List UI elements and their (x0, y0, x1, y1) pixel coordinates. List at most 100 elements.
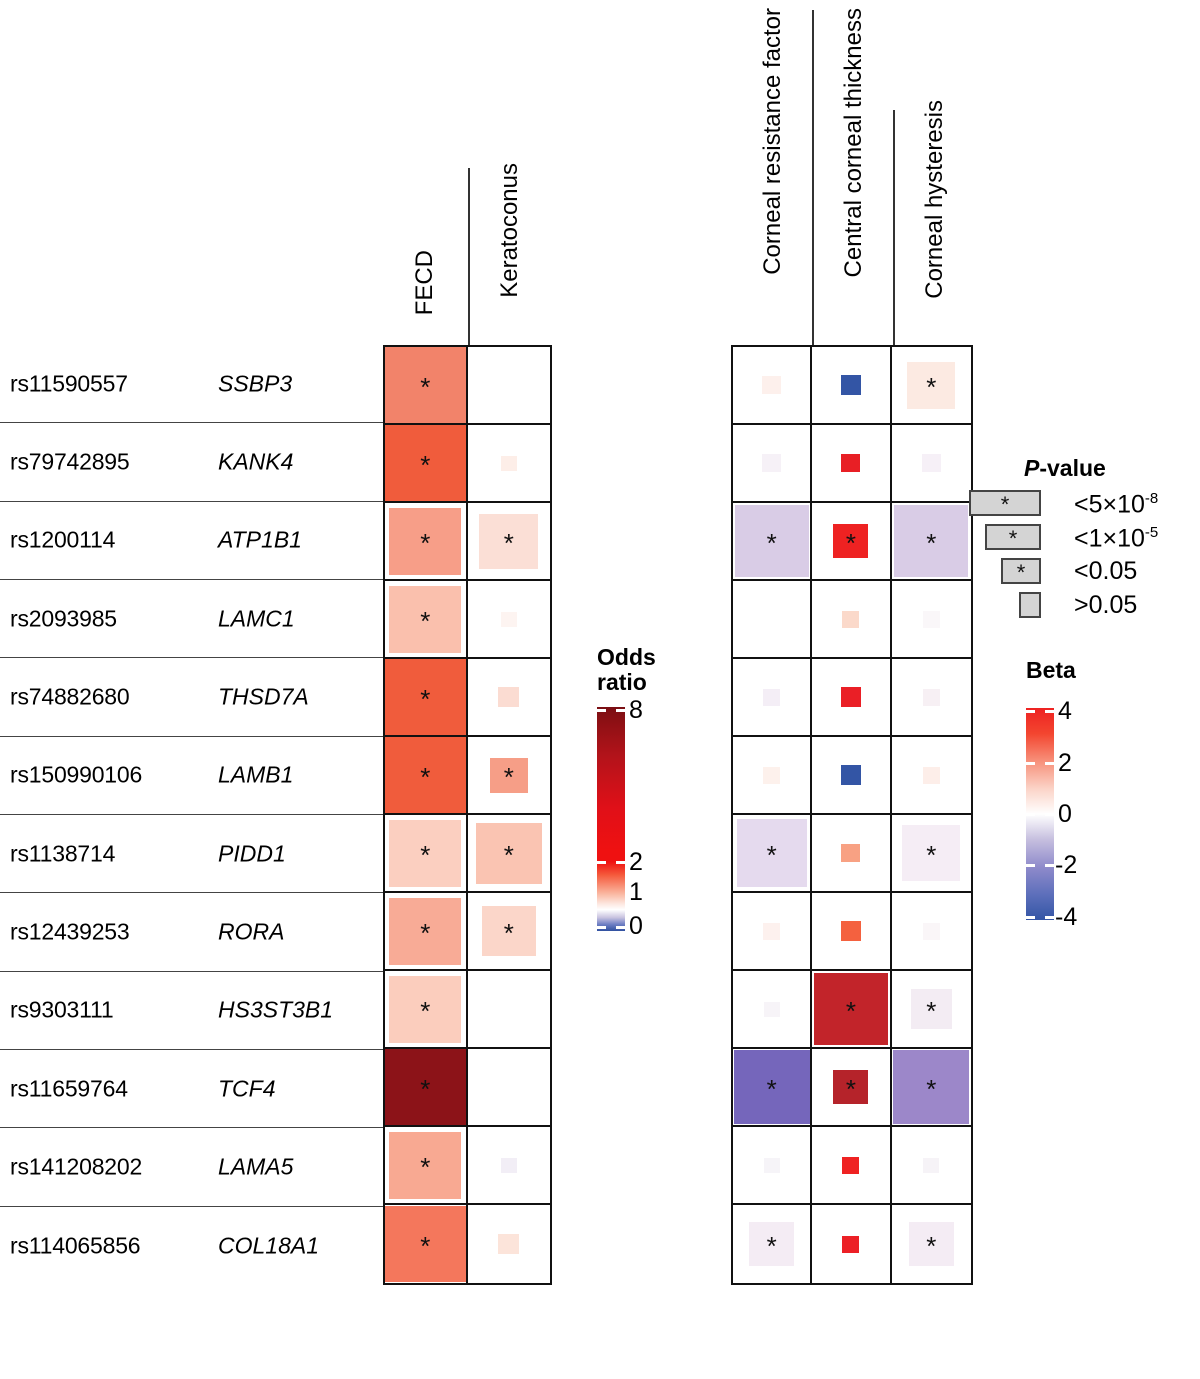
pvalue-legend-label-text: <5×10 (1074, 490, 1145, 519)
heatmap-cell (812, 581, 892, 659)
heatmap-cell: * (385, 659, 468, 737)
heatmap-square (922, 922, 940, 940)
heatmap-square: * (389, 975, 462, 1043)
gene-name: COL18A1 (218, 1232, 320, 1259)
pvalue-legend-label-exponent: -8 (1144, 490, 1159, 507)
heatmap-square: * (893, 1050, 970, 1124)
beta-tick-mark-m2b (1045, 864, 1054, 867)
heatmap-cell (467, 425, 550, 503)
beta-tick-mark-m2 (1026, 864, 1035, 867)
heatmap-cell (733, 1127, 813, 1205)
heatmap-cell: * (385, 1049, 468, 1127)
beta-tick-2: 2 (1058, 749, 1072, 777)
gene-name: SSBP3 (218, 370, 293, 397)
heatmap-cell: * (385, 581, 468, 659)
beta-tick-0: 0 (1058, 800, 1072, 828)
heatmap-cell: * (467, 815, 550, 893)
heatmap-square (500, 611, 517, 627)
heatmap-cell (467, 1127, 550, 1205)
heatmap-cell: * (733, 1205, 813, 1283)
heatmap-square: * (385, 425, 466, 501)
variant-id: rs11659764 (10, 1075, 128, 1102)
heatmap-square: * (894, 505, 969, 577)
heatmap-cell (812, 1205, 892, 1283)
pvalue-legend-label: <1×10-5 (1074, 525, 1158, 551)
variant-id: rs2093985 (10, 605, 117, 632)
heatmap-cell (467, 659, 550, 737)
heatmap-cell (812, 737, 892, 815)
heatmap-cell (733, 581, 813, 659)
column-header-corneal-resistance-factor: Corneal resistance factor (759, 8, 786, 275)
heatmap-cell (467, 971, 550, 1049)
odds-ratio-title-line2: ratio (597, 668, 647, 695)
odds-ratio-tick-mark-2 (597, 861, 606, 864)
heatmap-cell: * (891, 815, 971, 893)
heatmap-cell: * (467, 893, 550, 971)
heatmap-square (763, 1157, 780, 1173)
column-header-fecd: FECD (411, 250, 438, 316)
heatmap-square: * (389, 897, 462, 965)
odds-ratio-tick-8: 8 (629, 696, 643, 724)
heatmap-square (840, 921, 861, 941)
odds-ratio-tick-2: 2 (629, 848, 643, 876)
odds-ratio-tick-mark-2b (616, 861, 625, 864)
pvalue-legend-label: >0.05 (1074, 593, 1137, 618)
heatmap-cell (891, 659, 971, 737)
pvalue-legend-label-text: <1×10 (1074, 524, 1145, 553)
header-rule-fecd (468, 168, 470, 345)
beta-tick-mark-m4 (1026, 916, 1035, 919)
variant-id: rs1138714 (10, 840, 116, 867)
heatmap-square: * (385, 1049, 466, 1125)
heatmap-square (840, 687, 861, 707)
heatmap-cell (733, 347, 813, 425)
heatmap-square: * (475, 822, 542, 884)
heatmap-square (841, 454, 861, 472)
heatmap-cell: * (733, 1049, 813, 1127)
heatmap-cell (467, 581, 550, 659)
column-header-corneal-hysteresis: Corneal hysteresis (921, 100, 948, 299)
gene-name: RORA (218, 918, 285, 945)
heatmap-cell (733, 425, 813, 503)
heatmap-square (763, 688, 781, 706)
gene-name: LAMB1 (218, 761, 294, 788)
heatmap-square: * (389, 819, 462, 887)
column-header-central-corneal-thickness: Central corneal thickness (840, 8, 867, 278)
heatmap-square: * (907, 361, 956, 409)
heatmap-cell (891, 425, 971, 503)
heatmap-square: * (389, 1131, 462, 1199)
heatmap-square: * (902, 825, 961, 881)
heatmap-cell (467, 1049, 550, 1127)
heatmap-cell: * (385, 347, 468, 425)
heatmap-cell: * (812, 1049, 892, 1127)
beta-legend-title: Beta (1026, 657, 1076, 683)
pvalue-legend-label: <5×10-8 (1074, 491, 1158, 517)
heatmap-cell (733, 893, 813, 971)
heatmap-square: * (813, 973, 888, 1045)
heatmap-cell: * (467, 503, 550, 581)
gene-name: THSD7A (218, 683, 309, 710)
pvalue-legend-label-exponent: -5 (1144, 524, 1159, 541)
heatmap-square (763, 922, 781, 940)
pvalue-legend-swatch (1019, 592, 1041, 618)
heatmap-square (922, 688, 940, 706)
heatmap-square (763, 766, 781, 784)
column-header-keratoconus: Keratoconus (496, 163, 523, 298)
odds-ratio-legend-title: Odds ratio (597, 645, 656, 694)
heatmap-square: * (489, 757, 528, 793)
heatmap-square (840, 765, 861, 785)
heatmap-square: * (385, 1206, 466, 1282)
heatmap-square (498, 687, 520, 707)
heatmap-cell: * (891, 347, 971, 425)
heatmap-cell (467, 347, 550, 425)
heatmap-square (842, 1156, 860, 1174)
heatmap-square (842, 1235, 860, 1253)
heatmap-square: * (385, 659, 466, 735)
variant-id: rs114065856 (10, 1232, 141, 1259)
heatmap-square (500, 455, 517, 471)
heatmap-cell (733, 971, 813, 1049)
